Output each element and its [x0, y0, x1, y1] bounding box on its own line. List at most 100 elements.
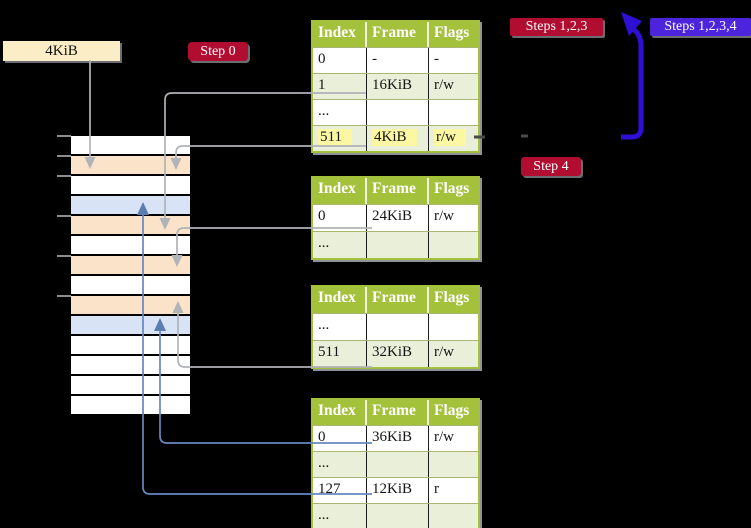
table-row: 0 24KiB r/w: [313, 204, 478, 231]
table-row: ...: [313, 231, 478, 258]
table-cell-index: 1: [313, 74, 367, 99]
table-cell-frame: 12KiB: [367, 478, 429, 503]
table-cell-frame: [367, 100, 429, 125]
column-header: Index: [313, 287, 367, 313]
table-cell-frame: 4KiB: [367, 126, 429, 151]
cell-text: r/w: [434, 208, 454, 224]
memory-frame-row-white: [71, 136, 190, 154]
table-cell-index: 0: [313, 426, 367, 451]
table-cell-index: ...: [313, 504, 367, 528]
cell-text: -: [372, 51, 377, 67]
column-header: Flags: [434, 402, 470, 419]
table-row: 127 12KiB r: [313, 477, 478, 503]
table-cell-frame: [367, 232, 429, 258]
physical-memory-column: [71, 136, 190, 416]
cell-text: r/w: [434, 429, 454, 445]
column-header: Flags: [434, 180, 470, 197]
memory-frame-row-white: [71, 376, 190, 394]
table-cell-flags: [429, 314, 478, 340]
memory-frame-row-blue: [71, 196, 190, 214]
bold-blue-steps-arrow: [621, 25, 644, 140]
memory-frame-row-white: [71, 236, 190, 254]
table-row: ...: [313, 503, 478, 528]
table-cell-index: 0: [313, 205, 367, 231]
table-row: 0 36KiB r/w: [313, 425, 478, 451]
table-row: ...: [313, 313, 478, 340]
cell-text: 1: [318, 77, 326, 93]
cell-text: 511: [318, 344, 340, 360]
table-cell-index: ...: [313, 232, 367, 258]
table-cell-index: 511: [313, 341, 367, 367]
memory-frame-row-peach: [71, 296, 190, 314]
column-header: Frame: [367, 287, 429, 313]
table-row: 0 - -: [313, 47, 478, 73]
cell-text: 0: [318, 208, 326, 224]
table-cell-frame: [367, 314, 429, 340]
table-cell-frame: 24KiB: [367, 205, 429, 231]
memory-frame-row-peach: [71, 256, 190, 274]
table-cell-frame: [367, 504, 429, 528]
table-cell-flags: [429, 452, 478, 477]
bold-blue-arrowhead: [621, 12, 642, 36]
table-cell-frame: -: [367, 48, 429, 73]
column-header: Flags: [434, 24, 470, 41]
cell-text: 0: [318, 51, 326, 67]
table-cell-flags: [429, 504, 478, 528]
cell-text: ...: [318, 507, 330, 523]
cell-text: 24KiB: [372, 208, 413, 224]
table-cell-index: ...: [313, 100, 367, 125]
table-cell-index: 0: [313, 48, 367, 73]
table-cell-index: 127: [313, 478, 367, 503]
cell-text: 32KiB: [372, 344, 413, 360]
cell-text: 127: [318, 481, 341, 497]
cell-text: ...: [318, 455, 330, 471]
column-header: Index: [313, 22, 367, 47]
badge-steps-1-2-3: Steps 1,2,3: [510, 18, 603, 36]
cell-text: 0: [318, 429, 326, 445]
table-cell-index: ...: [313, 452, 367, 477]
column-header: Frame: [367, 178, 429, 204]
cell-text: r/w: [434, 344, 454, 360]
table-cell-flags: [429, 232, 478, 258]
cell-text: 4KiB: [372, 129, 417, 146]
table-cell-flags: r/w: [429, 426, 478, 451]
table-row: 511 32KiB r/w: [313, 340, 478, 367]
table-cell-frame: 32KiB: [367, 341, 429, 367]
cell-text: -: [434, 51, 439, 67]
memory-frame-row-white: [71, 356, 190, 374]
column-header: Index: [313, 178, 367, 204]
cell-text: r: [434, 481, 439, 497]
table-row: ...: [313, 99, 478, 125]
memory-frame-row-white: [71, 276, 190, 294]
frame-size-box: 4KiB: [3, 41, 120, 61]
memory-frame-row-blue: [71, 316, 190, 334]
memory-frame-row-peach: [71, 156, 190, 174]
cell-text: 511: [318, 129, 352, 146]
memory-frame-row-white: [71, 176, 190, 194]
badge-steps-1-2-3-4: Steps 1,2,3,4: [650, 18, 751, 36]
table-cell-index: 511: [313, 126, 367, 151]
cell-text: ...: [318, 103, 330, 119]
column-header: Frame: [367, 400, 429, 425]
table-cell-index: ...: [313, 314, 367, 340]
cell-text: 12KiB: [372, 481, 413, 497]
table-cell-frame: 36KiB: [367, 426, 429, 451]
link-stub: [474, 134, 528, 139]
table-cell-flags: -: [429, 48, 478, 73]
table-cell-flags: [429, 100, 478, 125]
cell-text: ...: [318, 235, 330, 251]
memory-frame-row-white: [71, 396, 190, 414]
column-header: Flags: [434, 289, 470, 306]
table-cell-flags: r: [429, 478, 478, 503]
